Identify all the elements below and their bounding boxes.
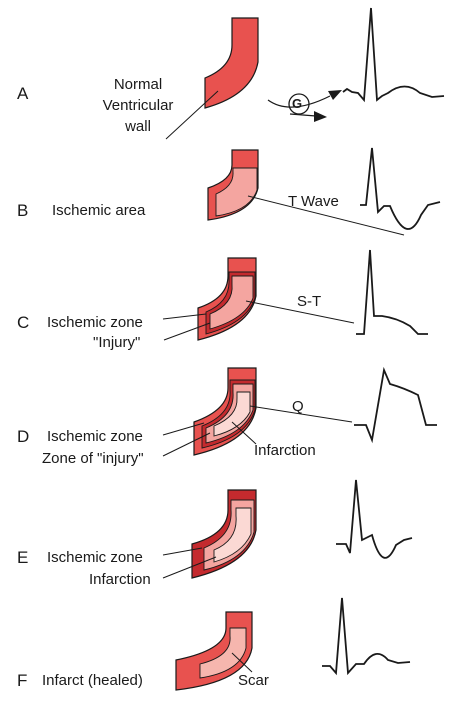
current-arrow-lower xyxy=(289,113,317,117)
ischemic-area-label: Ischemic area xyxy=(52,202,146,219)
injury-c-pointer xyxy=(163,322,211,341)
panel-letter-b: B xyxy=(17,201,29,220)
panel-letter-c: C xyxy=(17,313,30,332)
ecg-healed-trace xyxy=(322,597,411,676)
arrowhead-lower xyxy=(314,111,327,122)
zone-of-injury-label: Zone of "injury" xyxy=(42,450,144,467)
ischemic-zone-e-label: Ischemic zone xyxy=(47,549,143,566)
ischemic-area xyxy=(215,167,258,217)
panel-letter-d: D xyxy=(17,427,30,446)
panel-f-graphics xyxy=(175,597,411,691)
infarction-zone-d xyxy=(213,391,251,437)
ischemic-zone-c-pointer xyxy=(162,313,207,320)
ischemic-zone-e-pointer xyxy=(162,547,203,556)
wall-label: wall xyxy=(125,118,151,135)
scar-tissue xyxy=(199,627,247,679)
infarction-zone-e xyxy=(213,507,252,563)
ecg-q-wave-trace xyxy=(354,366,437,444)
panel-e-graphics xyxy=(162,479,413,579)
infarction-e-label: Infarction xyxy=(89,571,151,588)
arrowhead-upper xyxy=(328,90,342,100)
ecg-inverted-t-trace xyxy=(360,147,441,230)
q-label: Q xyxy=(292,398,304,415)
ischemic-zone-c xyxy=(209,275,254,330)
panel-letter-a: A xyxy=(17,84,29,103)
panel-b-graphics xyxy=(207,147,441,236)
panel-a-graphics xyxy=(165,7,445,140)
q-pointer xyxy=(249,405,353,423)
current-arrow-upper xyxy=(267,95,331,108)
normal-wall-pointer xyxy=(165,90,219,140)
infarct-healed-label: Infarct (healed) xyxy=(42,672,143,689)
normal-ventricular-wall xyxy=(204,17,259,109)
scar-pointer xyxy=(231,652,253,673)
ecg-st-elevation-trace xyxy=(356,249,428,335)
panel-d-graphics xyxy=(162,366,437,457)
infarction-e-pointer xyxy=(162,556,217,579)
t-wave-pointer xyxy=(247,195,405,236)
ischemic-zone-d-label: Ischemic zone xyxy=(47,428,143,445)
galvanometer-label: G xyxy=(292,96,303,111)
panel-letter-e: E xyxy=(17,548,29,567)
infarction-d-label: Infarction xyxy=(254,442,316,459)
injury-c-label: "Injury" xyxy=(93,334,141,351)
ventricular-label: Ventricular xyxy=(102,97,174,114)
st-pointer xyxy=(245,300,355,324)
ischemic-zone-d-pointer xyxy=(162,422,205,436)
ischemic-zone-c-label: Ischemic zone xyxy=(47,314,143,331)
ecg-normal-trace xyxy=(342,7,445,103)
panel-letter-f: F xyxy=(17,671,28,690)
t-wave-label: T Wave xyxy=(288,193,339,210)
infarction-d-pointer xyxy=(231,421,257,445)
normal-label: Normal xyxy=(113,76,163,93)
st-label: S-T xyxy=(297,293,322,310)
panel-c-graphics xyxy=(162,249,428,341)
injury-d-pointer xyxy=(162,432,211,457)
ecg-healing-trace xyxy=(336,479,413,559)
scar-label: Scar xyxy=(238,672,269,689)
